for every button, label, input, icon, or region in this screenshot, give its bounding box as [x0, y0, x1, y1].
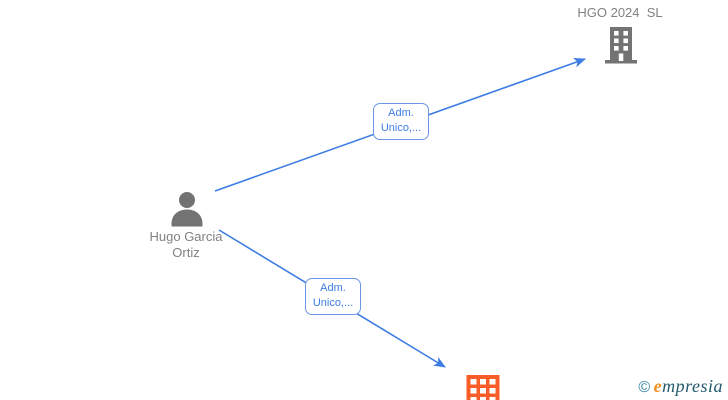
copyright-icon: © [638, 379, 651, 396]
person-icon[interactable] [167, 192, 207, 228]
logo-initial: e [653, 376, 663, 396]
company-top-node-label[interactable]: HGO 2024 SL [577, 5, 663, 20]
edge-label-adm-unico-top[interactable]: Adm. Unico,... [373, 103, 429, 140]
edge-label-line1: Adm. [388, 107, 414, 119]
edge-label-line2: Unico,... [380, 122, 422, 134]
edge-label-line1: Adm. [320, 282, 346, 294]
company-bottom-building-icon[interactable] [466, 375, 500, 400]
edge-label-adm-unico-bottom[interactable]: Adm. Unico,... [305, 278, 361, 315]
person-node-label[interactable]: Hugo Garcia Ortiz [116, 229, 256, 261]
edge-label-line2: Unico,... [312, 297, 354, 309]
person-name-line1: Hugo Garcia [149, 229, 223, 244]
logo-text: mpresia [662, 376, 723, 396]
company-top-building-icon[interactable] [603, 27, 639, 64]
empresia-logo[interactable]: ©empresia [638, 376, 723, 397]
person-name-line2: Ortiz [172, 245, 200, 260]
